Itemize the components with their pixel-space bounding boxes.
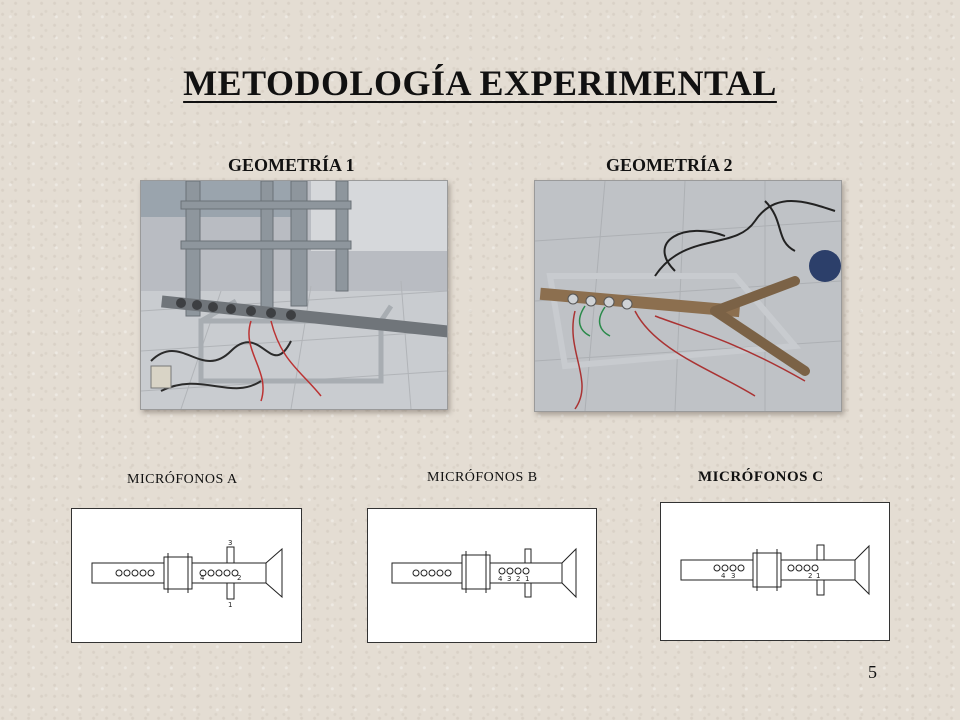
mic-c-digit-3: 3 bbox=[731, 572, 735, 580]
geometry-2-photo bbox=[534, 180, 842, 412]
mic-c-digit-1: 1 bbox=[816, 572, 820, 580]
slide-title: METODOLOGÍA EXPERIMENTAL bbox=[183, 63, 777, 103]
microphones-b-diagram: 4 3 2 1 bbox=[367, 508, 597, 643]
mic-b-digit-2: 2 bbox=[516, 575, 520, 583]
geometry-1-label: GEOMETRÍA 1 bbox=[228, 155, 355, 175]
mic-b-digit-3: 3 bbox=[507, 575, 511, 583]
mic-b-digit-1: 1 bbox=[525, 575, 529, 583]
microphones-a-diagram: 3 4 2 1 bbox=[71, 508, 302, 643]
geometry-2-label: GEOMETRÍA 2 bbox=[606, 155, 733, 175]
mic-a-digit-4: 4 bbox=[200, 574, 205, 582]
microphones-c-label: MICRÓFONOS C bbox=[698, 469, 824, 485]
mic-a-digit-3: 3 bbox=[228, 539, 232, 547]
mic-a-digit-1: 1 bbox=[228, 601, 232, 609]
mic-b-digit-4: 4 bbox=[498, 575, 503, 583]
geometry-1-photo bbox=[140, 180, 448, 410]
microphones-b-label: MICRÓFONOS B bbox=[427, 470, 538, 485]
page-number: 5 bbox=[868, 662, 877, 682]
mic-a-digit-2: 2 bbox=[237, 574, 241, 582]
mic-c-digit-4: 4 bbox=[721, 572, 726, 580]
microphones-a-label: MICRÓFONOS A bbox=[127, 472, 238, 487]
mic-c-digit-2: 2 bbox=[808, 572, 812, 580]
microphones-c-diagram: 4 3 2 1 bbox=[660, 502, 890, 641]
